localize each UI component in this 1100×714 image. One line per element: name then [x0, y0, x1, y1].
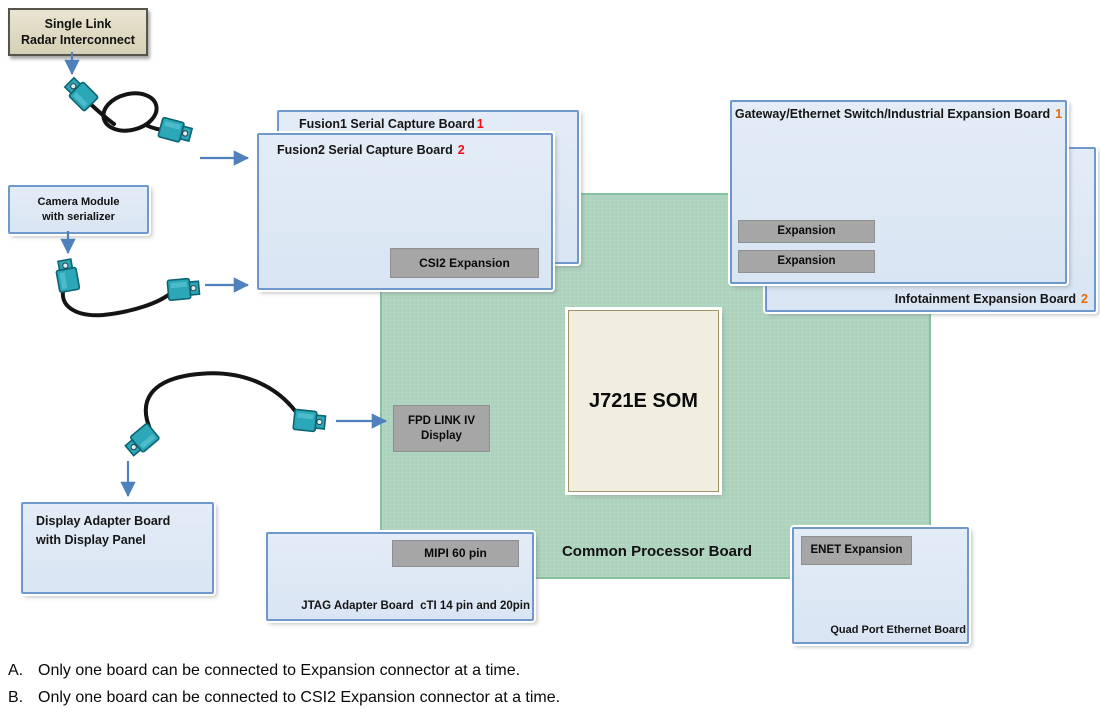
radar-line2: Radar Interconnect — [21, 33, 135, 47]
radar-line1: Single Link — [44, 16, 112, 31]
gateway-title: Gateway/Ethernet Switch/Industrial Expan… — [734, 107, 1063, 121]
fakra-connector-icon — [53, 257, 81, 294]
display-adapter-label: Display Adapter Board with Display Panel — [36, 514, 171, 547]
infotainment-number: 2 — [1081, 291, 1088, 306]
fakra-connector-icon — [122, 422, 161, 460]
common-processor-board-label: Common Processor Board — [561, 543, 753, 560]
display-cable — [122, 371, 327, 460]
footnote-a: A. Only one board can be connected to Ex… — [8, 662, 520, 680]
footnote-b-text: Only one board can be connected to CSI2 … — [38, 689, 561, 706]
j721e-som: J721E SOM — [568, 310, 719, 492]
fpd-link-line2: Display — [421, 429, 462, 442]
jtag-board-label: JTAG Adapter Board cTI 14 pin and 20pin — [301, 599, 530, 612]
camera-module-box: Camera Module with serializer — [8, 185, 149, 234]
footnote-b-marker: B. — [8, 689, 24, 706]
fakra-connector-icon — [292, 408, 327, 434]
mipi-60pin-connector: MIPI 60 pin — [392, 540, 519, 567]
csi2-expansion-connector: CSI2 Expansion — [390, 248, 539, 278]
footnote-a-marker: A. — [8, 662, 24, 679]
radar-cable — [61, 74, 194, 146]
camera-line2: with serializer — [42, 210, 115, 223]
j721e-som-label: J721E SOM — [589, 389, 698, 412]
fakra-connector-icon — [157, 116, 194, 146]
camera-line1: Camera Module — [37, 195, 120, 208]
footnote-b: B. Only one board can be connected to CS… — [8, 689, 560, 707]
expansion-connector-1: Expansion — [738, 220, 875, 243]
footnote-a-text: Only one board can be connected to Expan… — [38, 662, 521, 679]
gateway-number: 1 — [1055, 107, 1063, 121]
fpd-link-display-connector: FPD LINK IV Display — [393, 405, 490, 452]
radar-interconnect-box: Single Link Radar Interconnect — [8, 8, 148, 56]
camera-cable — [53, 257, 201, 318]
fusion2-number: 2 — [457, 143, 465, 157]
fusion1-number: 1 — [476, 117, 484, 131]
quad-port-label: Quad Port Ethernet Board — [830, 624, 966, 637]
enet-expansion-connector: ENET Expansion — [801, 536, 912, 565]
display-adapter-board: Display Adapter Board with Display Panel — [21, 502, 214, 594]
fpd-link-line1: FPD LINK IV — [407, 415, 476, 428]
fakra-connector-icon — [166, 276, 201, 302]
fakra-connector-icon — [61, 74, 100, 113]
expansion-connector-2: Expansion — [738, 250, 875, 273]
